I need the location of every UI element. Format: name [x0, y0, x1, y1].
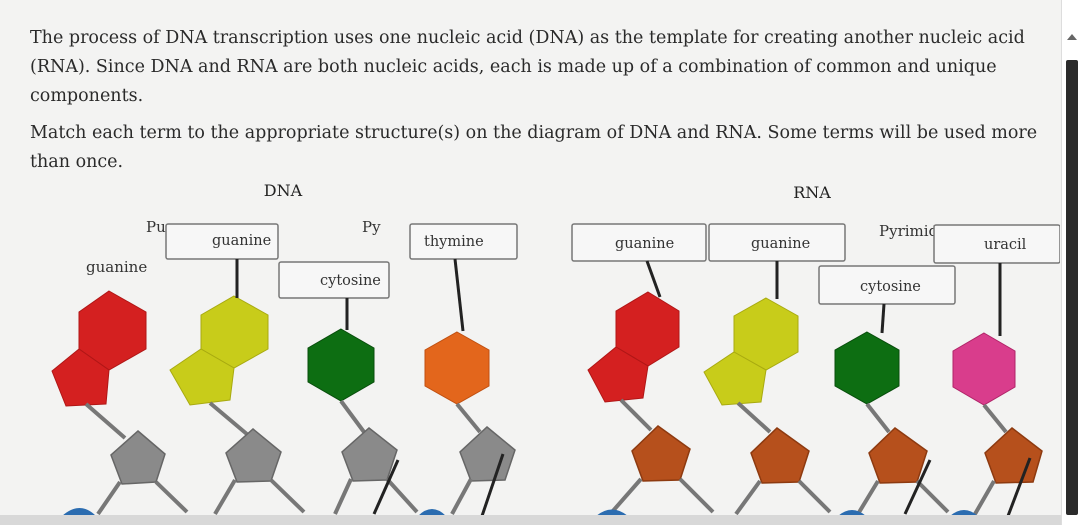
rna-nucleotide-3	[834, 331, 950, 516]
dna-thymine-pointer	[453, 258, 465, 332]
dna-marker-line-3	[372, 459, 400, 515]
dna-marker-line-4	[480, 453, 505, 517]
rna-sugar-1	[631, 425, 691, 482]
scrollbar-thumb[interactable]	[1066, 60, 1078, 515]
rna-marker-line-4	[1006, 457, 1032, 517]
rna-uracil-hexagon	[952, 332, 1016, 406]
rna-phosphate-3	[950, 510, 978, 516]
rna-nucleotide-2	[703, 297, 832, 516]
rna-cytosine-box[interactable]	[818, 265, 956, 305]
dna-backbone-2b	[269, 478, 306, 514]
rna-backbone-2b	[797, 479, 832, 514]
dna-sugar-2	[225, 428, 282, 483]
scroll-up-arrow-icon[interactable]	[1067, 34, 1077, 40]
rna-cytosine-hexagon	[834, 331, 900, 405]
dna-glycosidic-bond-4	[455, 402, 482, 434]
rna-glycosidic-bond-4	[982, 403, 1008, 434]
dna-purine-pentagon-2	[169, 348, 235, 406]
dna-backbone-1	[96, 480, 122, 516]
dna-cytosine-box[interactable]	[278, 261, 390, 299]
dna-backbone-1b	[154, 480, 189, 514]
dna-sugar-4	[459, 426, 516, 482]
rna-backbone-4	[973, 480, 996, 515]
dna-guanine-box[interactable]	[165, 223, 279, 260]
rna-phosphate-2	[838, 510, 866, 516]
rna-pyrimidine-partial-label: Pyrimid	[879, 222, 939, 240]
rna-uracil-box-label[interactable]: uracil	[984, 237, 1027, 253]
rna-phosphate-1	[596, 509, 628, 516]
dna-guanine-box-label[interactable]: guanine	[212, 233, 271, 249]
dna-pyrimidine-partial-label: Py	[362, 218, 381, 236]
dna-thymine-box-label[interactable]: thymine	[424, 234, 484, 250]
dna-nucleotide-4	[424, 331, 516, 517]
rna-cytosine-pointer	[880, 303, 886, 334]
dna-heading: DNA	[264, 181, 303, 200]
rna-backbone-3	[856, 479, 880, 516]
question-text: The process of DNA transcription uses on…	[30, 24, 1040, 177]
rna-guanine-box-1-label[interactable]: guanine	[615, 236, 674, 252]
dna-cytosine-hexagon	[307, 328, 375, 402]
rna-guanine-box-1[interactable]	[571, 223, 707, 262]
rna-guanine-box-2-label[interactable]: guanine	[751, 236, 810, 252]
bottom-edge	[0, 515, 1062, 525]
dna-backbone-3b	[385, 477, 419, 514]
dna-phosphate-2	[418, 509, 446, 516]
question-paragraph-1: The process of DNA transcription uses on…	[30, 28, 1025, 106]
dna-guanine-left-label[interactable]: guanine	[86, 258, 147, 276]
rna-backbone-1b	[678, 477, 715, 514]
dna-backbone-4	[450, 478, 473, 515]
dna-sugar-1	[110, 430, 166, 485]
question-paragraph-2: Match each term to the appropriate struc…	[30, 123, 1038, 172]
dna-nucleotide-1	[51, 290, 189, 516]
rna-sugar-2	[750, 427, 810, 484]
rna-backbone-1	[610, 477, 643, 514]
dna-glycosidic-bond-1	[84, 402, 127, 440]
rna-sugar-3	[868, 427, 928, 484]
dna-glycosidic-bond-3	[339, 399, 366, 434]
dna-cytosine-box-label[interactable]: cytosine	[320, 273, 381, 289]
dna-thymine-box[interactable]	[409, 223, 518, 260]
dna-purine-partial-label: Pu	[146, 218, 166, 236]
rna-guanine-pointer-1	[645, 260, 662, 298]
dna-backbone-3	[333, 478, 353, 515]
dna-phosphate-1	[62, 508, 96, 516]
rna-purine-pentagon-1	[587, 346, 649, 403]
rna-backbone-3b	[915, 479, 950, 514]
dna-backbone-2	[213, 478, 237, 516]
rna-glycosidic-bond-3	[865, 402, 891, 434]
dna-nucleotide-3	[307, 328, 419, 515]
rna-nucleotide-1	[587, 291, 715, 514]
vertical-scrollbar[interactable]	[1061, 0, 1080, 525]
rna-glycosidic-bond-1	[619, 398, 653, 432]
dna-thymine-hexagon	[424, 331, 490, 405]
rna-marker-line-3	[903, 459, 932, 515]
rna-sugar-4	[984, 427, 1043, 484]
rna-uracil-box[interactable]	[933, 224, 1060, 264]
rna-backbone-2	[734, 479, 762, 516]
dna-nucleotide-2	[169, 295, 306, 516]
rna-heading: RNA	[793, 183, 831, 202]
dna-glycosidic-bond-2	[208, 401, 250, 437]
rna-nucleotide-4	[952, 332, 1043, 517]
rna-glycosidic-bond-2	[736, 401, 772, 434]
dna-sugar-3	[341, 427, 398, 482]
rna-cytosine-box-label[interactable]: cytosine	[860, 279, 921, 295]
